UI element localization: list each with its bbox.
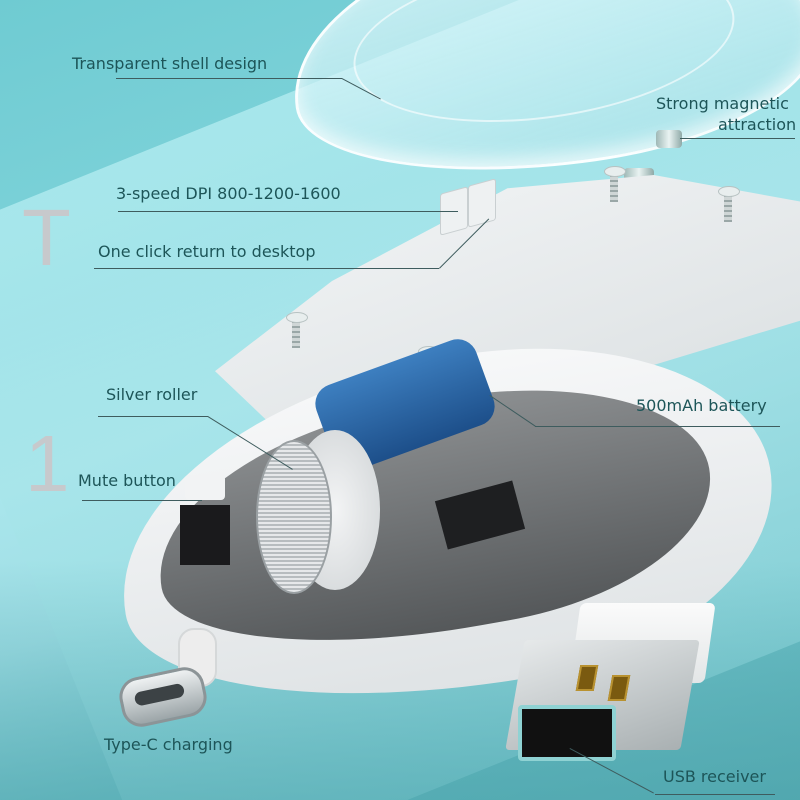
- mute-switch-cap: [185, 475, 225, 500]
- silver-roller: [256, 440, 332, 594]
- callout-transparent-shell: Transparent shell design: [72, 54, 268, 73]
- callout-silver-roller: Silver roller: [106, 385, 198, 404]
- shell-inner-contour: [343, 0, 745, 145]
- screw-icon: [286, 312, 308, 348]
- callout-magnetic-1: Strong magnetic: [656, 94, 789, 113]
- callout-magnetic-2: attraction: [718, 115, 797, 134]
- decorative-letter-t: T: [22, 193, 71, 282]
- leader-line: [535, 426, 780, 427]
- leader-line: [94, 268, 439, 269]
- leader-line: [98, 416, 208, 417]
- screw-icon: [718, 186, 740, 222]
- usb-connector-mouth: [518, 705, 616, 761]
- leader-line: [116, 78, 342, 79]
- callout-type-c: Type-C charging: [104, 735, 233, 754]
- leader-line: [82, 500, 202, 501]
- decorative-numeral-1: 1: [25, 419, 70, 508]
- callout-usb-receiver: USB receiver: [663, 767, 766, 786]
- callout-desktop: One click return to desktop: [98, 242, 316, 261]
- leader-line: [118, 211, 458, 212]
- callout-dpi: 3-speed DPI 800-1200-1600: [116, 184, 341, 203]
- leader-line: [680, 138, 795, 139]
- leader-line: [655, 794, 775, 795]
- magnet-icon: [656, 130, 682, 148]
- callout-battery: 500mAh battery: [636, 396, 767, 415]
- desktop-button: [468, 178, 496, 228]
- type-c-slot: [133, 682, 186, 707]
- callout-mute-button: Mute button: [78, 471, 176, 490]
- screw-icon: [604, 166, 626, 202]
- mute-switch: [180, 505, 230, 565]
